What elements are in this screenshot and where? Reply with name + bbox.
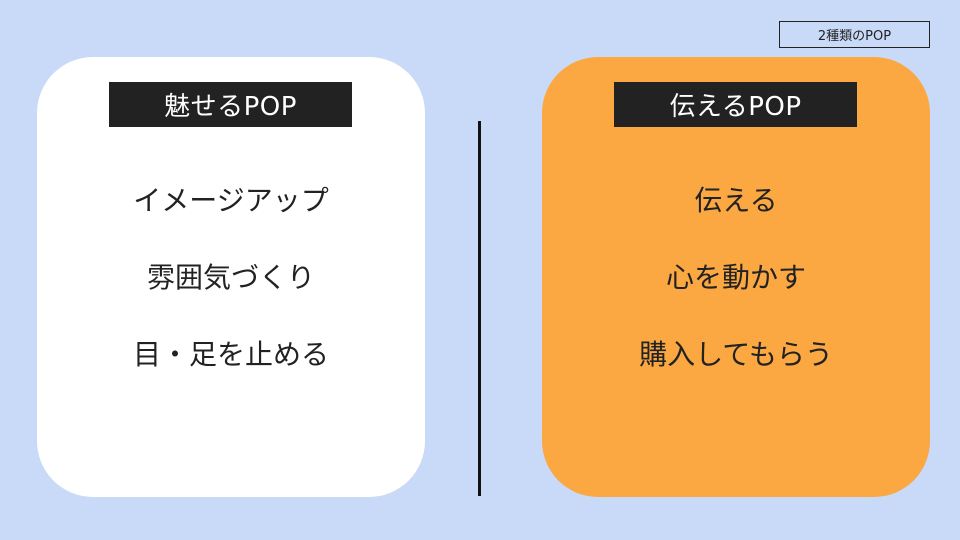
attract-pop-list: イメージアップ 雰囲気づくり 目・足を止める — [37, 181, 425, 412]
list-item: 目・足を止める — [132, 338, 329, 371]
inform-pop-title: 伝えるPOP — [614, 82, 857, 127]
list-item: 購入してもらう — [639, 338, 833, 371]
inform-pop-list: 伝える 心を動かす 購入してもらう — [542, 181, 930, 412]
list-item: 雰囲気づくり — [146, 261, 315, 294]
center-divider — [478, 121, 481, 496]
slide-tag-label: 2種類のPOP — [779, 21, 930, 48]
list-item: 伝える — [694, 184, 778, 217]
attract-pop-title: 魅せるPOP — [109, 82, 352, 127]
inform-pop-card: 伝えるPOP 伝える 心を動かす 購入してもらう — [542, 57, 930, 497]
list-item: イメージアップ — [133, 184, 329, 217]
attract-pop-card: 魅せるPOP イメージアップ 雰囲気づくり 目・足を止める — [37, 57, 425, 497]
list-item: 心を動かす — [665, 261, 806, 294]
